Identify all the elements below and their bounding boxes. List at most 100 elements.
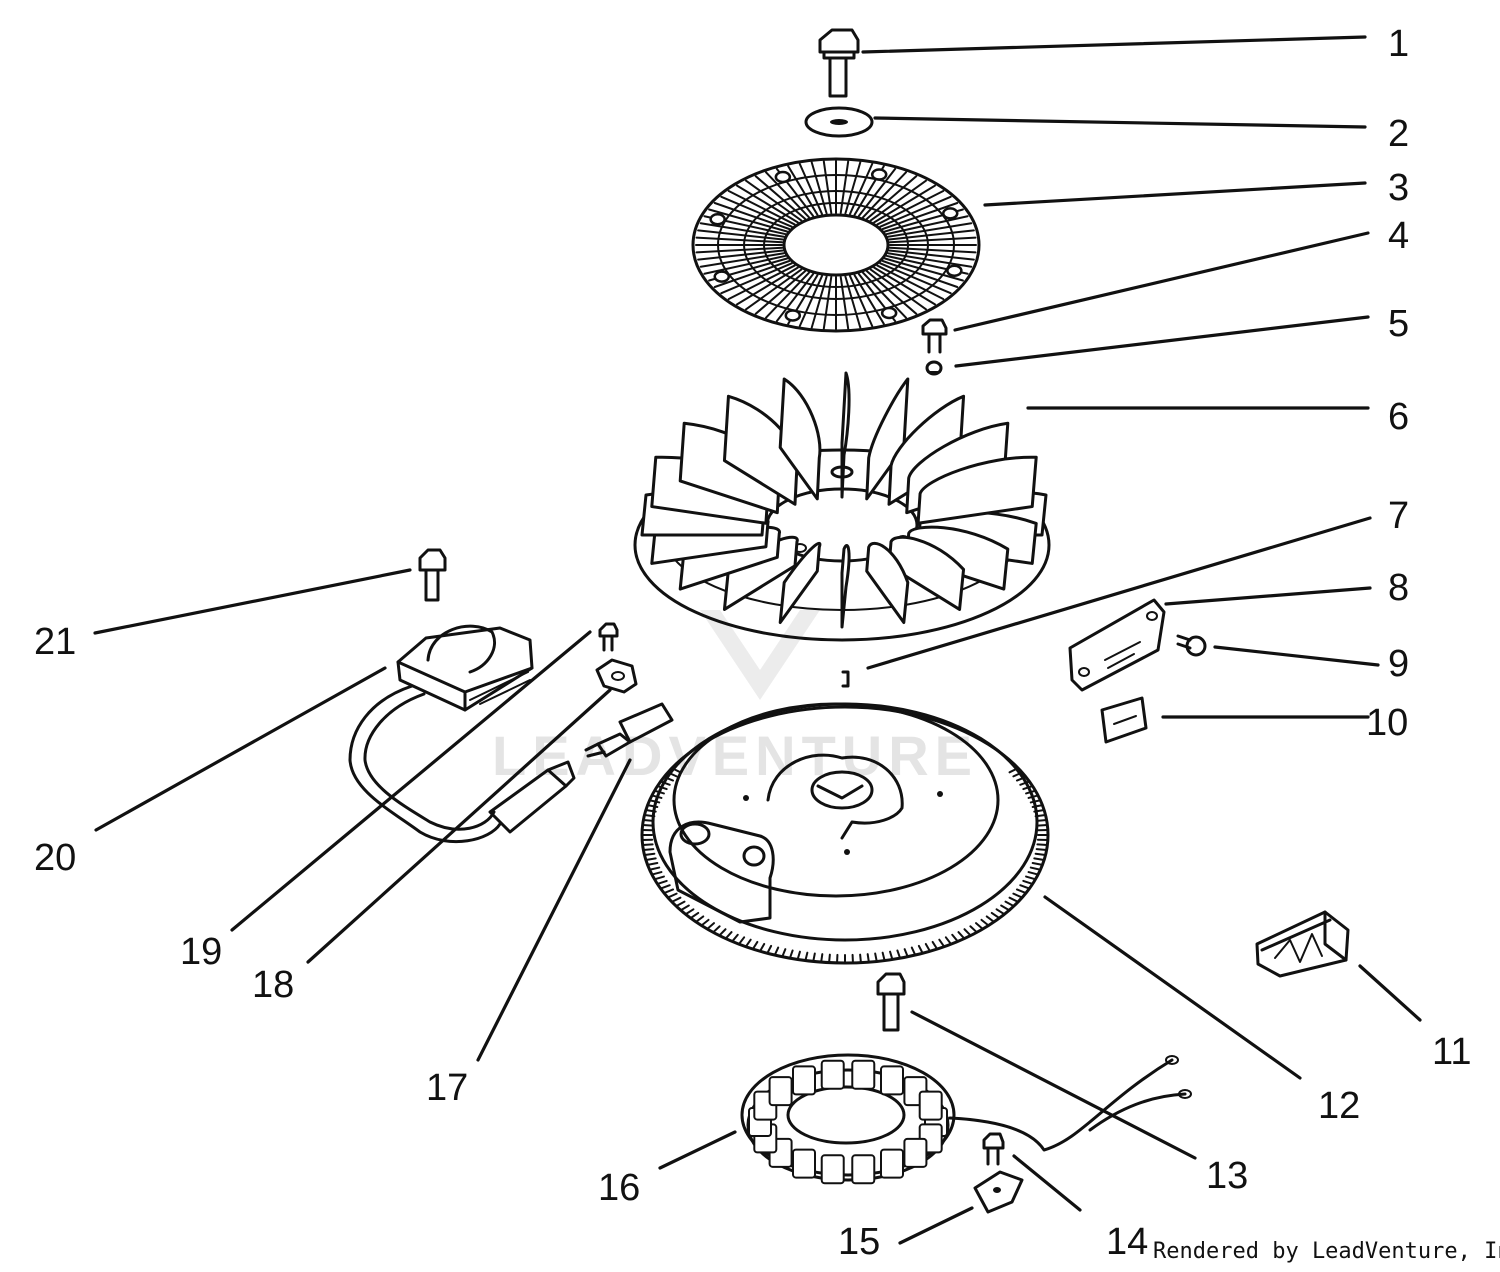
fan-blade [887,535,966,611]
screen-spoke [888,236,977,244]
flywheel-tooth [773,946,780,957]
flywheel-tooth [643,852,656,857]
fan-blade [865,541,910,624]
stator-coil [792,1065,816,1096]
flywheel-tooth [910,946,917,957]
flywheel-tooth [766,944,773,955]
part-14-screw [982,1132,1005,1166]
flywheel-tooth [804,951,809,962]
screen-spoke [727,190,796,226]
flywheel-tooth [724,931,733,940]
flywheel-tooth [666,771,678,778]
flywheel-tooth [648,799,661,804]
flywheel-tooth [1029,866,1042,871]
stator-coil [880,1065,904,1096]
flywheel-tooth [1035,818,1048,822]
screen-spoke [720,262,793,295]
flywheel-tooth [706,922,715,930]
flywheel-tooth [1004,900,1015,908]
part-21-bolt [418,548,447,602]
flywheel-tooth [1015,775,1027,782]
leader-5 [954,315,1370,368]
callout-12: 12 [1318,1085,1360,1127]
flywheel-tooth [1015,888,1027,895]
flywheel-tooth [641,823,654,827]
flywheel-tooth [881,951,886,962]
part-4-screw [921,318,948,354]
callout-21: 21 [34,621,76,663]
screen-spoke [885,215,969,236]
screen-slot [946,264,963,277]
flywheel-tooth [663,775,675,782]
screen-spoke [848,162,874,216]
part-7-key [841,670,850,688]
leader-1 [861,35,1367,54]
flywheel-tooth [694,915,705,923]
part-20-ignition-module [348,624,576,844]
callout-10: 10 [1366,702,1408,744]
leader-3 [983,181,1367,207]
fan-blade [865,377,910,501]
screen-spoke [876,190,945,226]
part-1-bolt [818,28,860,98]
flywheel-tooth [718,928,727,937]
flywheel-tooth [969,925,978,934]
callout-15: 15 [838,1221,880,1263]
screen-spoke [822,275,833,330]
callout-20: 20 [34,837,76,879]
watermark-text: LEADVENTURE [492,724,978,787]
flywheel-tooth [644,809,657,813]
flywheel-tooth [995,908,1006,916]
screen-spoke [810,161,828,215]
flywheel-tooth [653,789,665,795]
flywheel-tooth [1031,804,1044,808]
screen-spoke [869,268,927,311]
screen-spoke [798,162,824,216]
flywheel-tooth [859,953,862,964]
flywheel-tooth [689,911,700,920]
flywheel-tooth [951,933,959,943]
part-13-bolt [876,972,906,1032]
stator-coil [880,1148,904,1179]
flywheel-tooth [642,818,655,822]
screen-spoke [839,160,850,215]
flywheel-tooth [1008,896,1020,903]
fan-blade [778,541,822,624]
callout-2: 2 [1388,113,1409,155]
flywheel-tooth [1031,862,1044,866]
flywheel-tooth [641,843,654,847]
screen-spoke [876,264,945,300]
leader-2 [873,116,1367,129]
leader-17 [476,758,632,1062]
flywheel-tooth [1008,767,1020,774]
flywheel-tooth [653,875,665,881]
flywheel-tooth [642,848,655,852]
leader-12 [1043,895,1302,1080]
flywheel-tooth [1025,789,1037,795]
screen-spoke [810,275,828,329]
stator-coil [851,1059,876,1090]
flywheel-tooth [1022,785,1034,791]
leader-16 [658,1130,737,1170]
stator-coil [820,1059,845,1090]
leader-7 [866,516,1372,670]
flywheel-tooth [731,933,739,943]
screen-spoke [873,184,936,224]
screen-spoke [887,252,973,268]
callout-19: 19 [180,931,222,973]
screen-spoke [869,179,927,222]
screen-spoke [865,270,918,315]
screen-spoke [862,171,907,219]
flywheel-tooth [1027,871,1040,876]
screen-spoke [853,274,885,325]
screen-spoke [844,275,862,329]
leader-11 [1358,964,1422,1022]
flywheel-tooth [675,900,686,908]
callout-13: 13 [1206,1155,1248,1197]
flywheel-tooth [659,884,671,890]
fan-blade [916,455,1038,525]
flywheel-tooth [820,953,824,964]
flywheel-tooth [788,949,794,960]
flywheel-tooth [1036,823,1049,827]
leader-13 [910,1010,1197,1160]
